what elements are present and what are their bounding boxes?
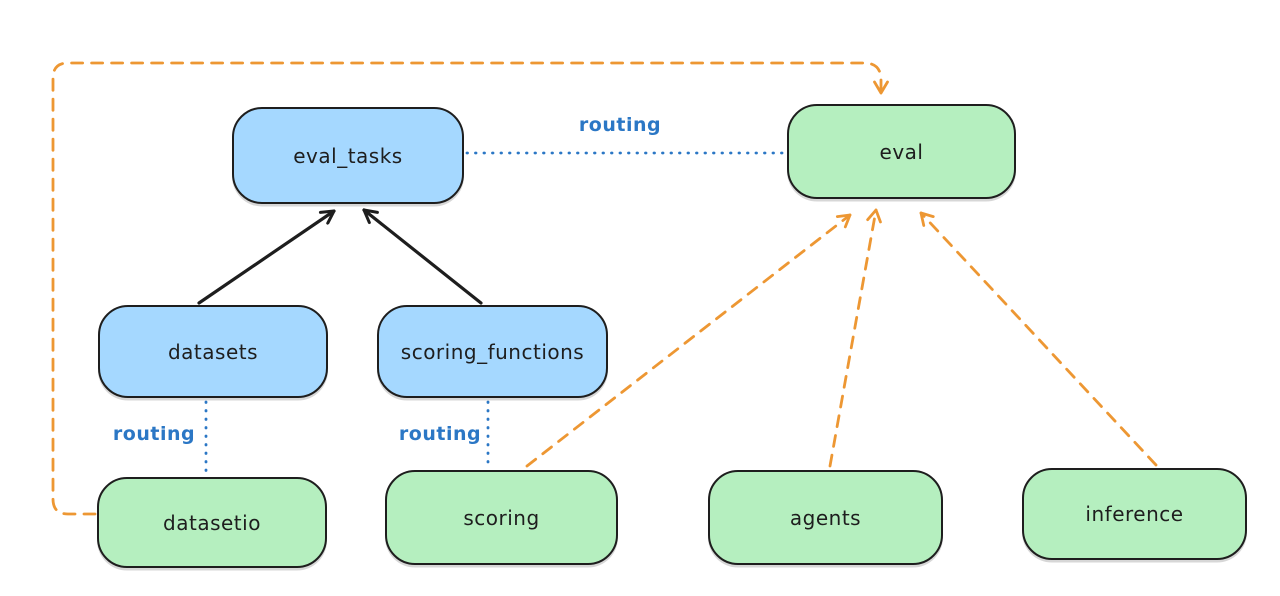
- node-inference: inference: [1022, 468, 1247, 560]
- edge-datasets-to-eval-tasks: [197, 209, 336, 305]
- routing-label-datasets-datasetio: routing: [112, 423, 196, 445]
- edge-scoring-to-eval: [525, 213, 852, 468]
- node-datasetio-label: datasetio: [163, 510, 261, 535]
- node-scoring: scoring: [385, 470, 618, 565]
- node-scoring-functions-label: scoring_functions: [400, 339, 585, 364]
- node-eval-label: eval: [879, 139, 924, 164]
- node-agents-label: agents: [789, 505, 862, 530]
- node-datasets: datasets: [98, 305, 328, 398]
- edge-agents-to-eval: [828, 208, 882, 468]
- edge-datasetio-to-eval: [51, 61, 889, 516]
- routing-label-eval-tasks-eval: routing: [578, 114, 662, 136]
- node-eval-tasks: eval_tasks: [232, 107, 464, 204]
- node-eval: eval: [787, 104, 1016, 199]
- node-datasetio: datasetio: [97, 477, 327, 568]
- node-eval-tasks-label: eval_tasks: [293, 143, 403, 168]
- node-scoring-label: scoring: [463, 505, 540, 530]
- routing-label-scoring-functions-scoring: routing: [398, 423, 482, 445]
- node-datasets-label: datasets: [167, 339, 259, 364]
- node-inference-label: inference: [1085, 502, 1184, 526]
- edge-scoring-functions-to-eval-tasks: [362, 208, 483, 305]
- node-scoring-functions: scoring_functions: [377, 305, 608, 398]
- edge-inference-to-eval: [919, 211, 1158, 467]
- node-agents: agents: [708, 470, 943, 565]
